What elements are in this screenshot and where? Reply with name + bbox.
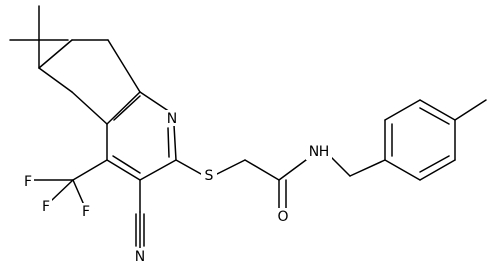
amide-nitrogen-label: N — [309, 144, 319, 160]
bond-ar5-ar6-inner — [419, 155, 450, 173]
bond-c2-c3 — [139, 159, 177, 181]
bond-c5-c4a — [71, 91, 108, 125]
bond-ar3-ar4 — [419, 99, 456, 121]
atom-labels: N S O N H N F F F — [22, 110, 332, 265]
bond-c8a-n — [139, 91, 171, 113]
bond-ar4-methyl — [454, 99, 487, 121]
bond-c6-c7 — [38, 39, 73, 69]
bond-c4a-c8a-inner — [113, 95, 141, 121]
bond-c6-c5 — [38, 67, 73, 93]
bond-c4-cf3 — [72, 159, 108, 181]
bond-n-c2-inner — [167, 127, 170, 158]
fluorine-label-1: F — [24, 174, 32, 190]
bond-ar2-ar3 — [384, 99, 421, 121]
nitrile-nitrogen-label: N — [135, 249, 145, 265]
bond-s-ch2 — [216, 159, 246, 175]
amide-hydrogen-label: H — [319, 144, 330, 160]
bond-ch2-co — [244, 159, 280, 181]
bond-ar3-ar4-inner — [419, 107, 450, 125]
bond-ch2-ring — [349, 159, 386, 177]
ring-nitrogen-label: N — [167, 111, 177, 127]
bond-n-c2 — [173, 124, 177, 161]
bond-c2-s — [175, 159, 202, 175]
bond-ar6-ar1 — [384, 159, 421, 181]
bond-c8-c8a — [107, 39, 141, 93]
fluorine-label-3: F — [82, 204, 90, 220]
fluorine-label-2: F — [42, 199, 50, 215]
carbonyl-oxygen-label: O — [277, 209, 288, 225]
bond-c4a-c8a — [106, 91, 141, 125]
bond-c3-c4-inner — [112, 155, 141, 174]
bonds — [9, 5, 487, 249]
bond-co-nh — [278, 159, 307, 181]
bond-c3-c4 — [106, 159, 141, 181]
bond-ar5-ar6 — [419, 159, 456, 181]
bond-cf3-f3 — [72, 179, 85, 206]
sulfur-label: S — [205, 168, 214, 184]
bond-cf3-f2 — [51, 179, 74, 201]
